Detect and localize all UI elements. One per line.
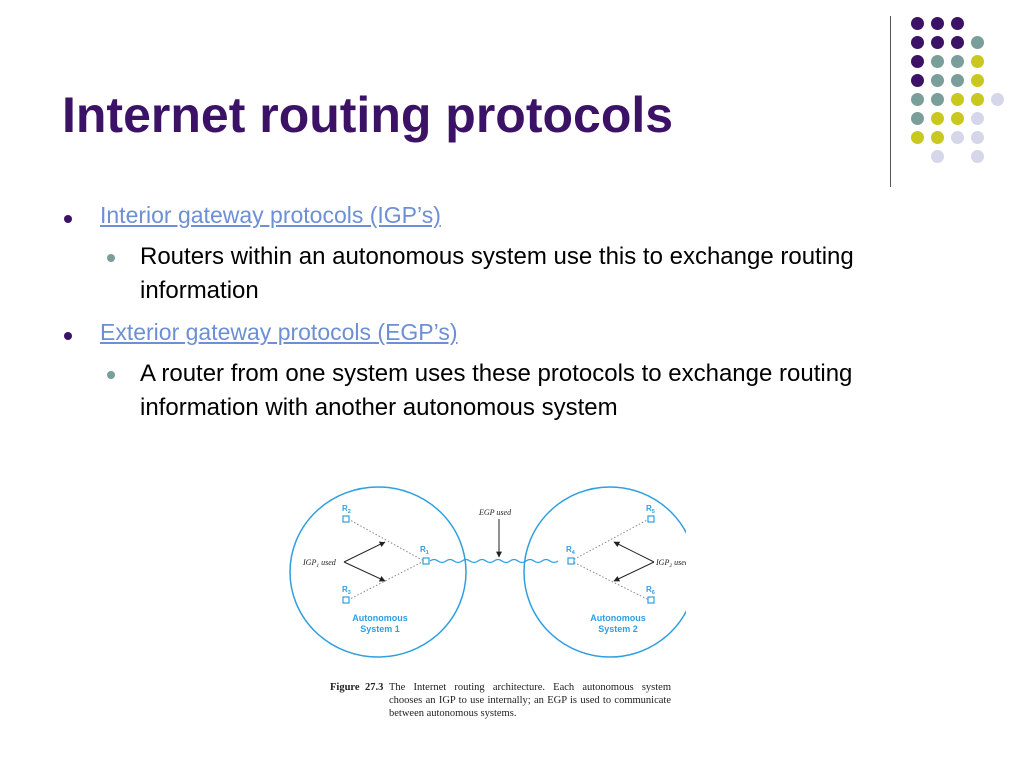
sub-bullet-igp: Routers within an autonomous system use … bbox=[140, 243, 854, 304]
decor-dots bbox=[900, 10, 1020, 170]
router-r2-label: R2 bbox=[342, 504, 351, 515]
router-r3-label: R3 bbox=[342, 585, 351, 596]
sub-bullet-marker bbox=[107, 254, 115, 262]
router-r4-label: R4 bbox=[566, 545, 576, 556]
as1-label-line2: System 1 bbox=[360, 624, 400, 634]
router-r4-icon bbox=[567, 557, 575, 565]
caption-number: 27.3 bbox=[365, 682, 384, 693]
autonomous-system-2-boundary bbox=[523, 486, 686, 658]
decor-dot bbox=[911, 93, 924, 106]
dotted-links bbox=[347, 518, 650, 601]
slide-title: Internet routing protocols bbox=[62, 87, 674, 143]
decor-dot bbox=[911, 17, 924, 30]
decor-dot bbox=[951, 112, 964, 125]
router-r1-icon bbox=[422, 557, 430, 565]
igp1-used-label: IGP1 used bbox=[302, 558, 337, 569]
igp2-arrow-down bbox=[613, 561, 655, 582]
decor-dot bbox=[951, 55, 964, 68]
router-r1-label: R1 bbox=[420, 545, 429, 556]
bullet-igp-link[interactable]: Interior gateway protocols (IGP’s) bbox=[100, 202, 441, 228]
igp1-arrow-down bbox=[343, 561, 386, 582]
decor-dot bbox=[931, 55, 944, 68]
decor-dot bbox=[951, 74, 964, 87]
decor-dot bbox=[951, 17, 964, 30]
sub-bullet-egp: A router from one system uses these prot… bbox=[140, 360, 853, 421]
router-r5-icon bbox=[647, 515, 655, 523]
decor-dot bbox=[931, 150, 944, 163]
bullet-marker bbox=[64, 215, 72, 223]
router-r6-label: R6 bbox=[646, 585, 655, 596]
decor-dot bbox=[931, 112, 944, 125]
as2-label-line2: System 2 bbox=[598, 624, 638, 634]
caption-text: The Internet routing architecture. Each … bbox=[389, 682, 671, 719]
bullet-egp-link[interactable]: Exterior gateway protocols (EGP’s) bbox=[100, 319, 458, 345]
decor-dot bbox=[931, 131, 944, 144]
router-r3-icon bbox=[342, 596, 350, 604]
igp2-arrow-up bbox=[613, 541, 655, 563]
decor-dot bbox=[931, 74, 944, 87]
decor-dot bbox=[951, 36, 964, 49]
router-r6-icon bbox=[647, 596, 655, 604]
decor-dot bbox=[951, 93, 964, 106]
decor-dot bbox=[911, 36, 924, 49]
decor-dot bbox=[931, 93, 944, 106]
decor-dot bbox=[971, 150, 984, 163]
igp2-used-label: IGP2 used bbox=[655, 558, 686, 569]
decor-dot bbox=[911, 131, 924, 144]
router-r5-label: R5 bbox=[646, 504, 655, 515]
decor-dot bbox=[911, 74, 924, 87]
sub-bullet-marker bbox=[107, 371, 115, 379]
as1-label-line1: Autonomous bbox=[352, 613, 408, 623]
igp1-arrow-up bbox=[343, 541, 386, 563]
decor-dot bbox=[991, 93, 1004, 106]
decor-dot bbox=[971, 36, 984, 49]
decor-dot bbox=[971, 93, 984, 106]
egp-used-label: EGP used bbox=[478, 508, 512, 517]
decor-dot bbox=[931, 17, 944, 30]
as2-label-line1: Autonomous bbox=[590, 613, 646, 623]
decor-dot bbox=[911, 55, 924, 68]
caption-label: Figure bbox=[330, 682, 360, 693]
decor-dot bbox=[931, 36, 944, 49]
decor-dot bbox=[971, 74, 984, 87]
title-divider bbox=[890, 16, 891, 187]
bullet-marker bbox=[64, 332, 72, 340]
routing-architecture-figure: R1 R2 R3 R4 R5 R6 IGP1 used IGP2 used EG… bbox=[289, 486, 686, 658]
decor-dot bbox=[971, 112, 984, 125]
autonomous-system-1-boundary bbox=[289, 486, 467, 658]
decor-dot bbox=[951, 131, 964, 144]
decor-dot bbox=[971, 131, 984, 144]
decor-dot bbox=[971, 55, 984, 68]
egp-connection-line bbox=[429, 558, 559, 564]
router-r2-icon bbox=[342, 515, 350, 523]
decor-dot bbox=[911, 112, 924, 125]
